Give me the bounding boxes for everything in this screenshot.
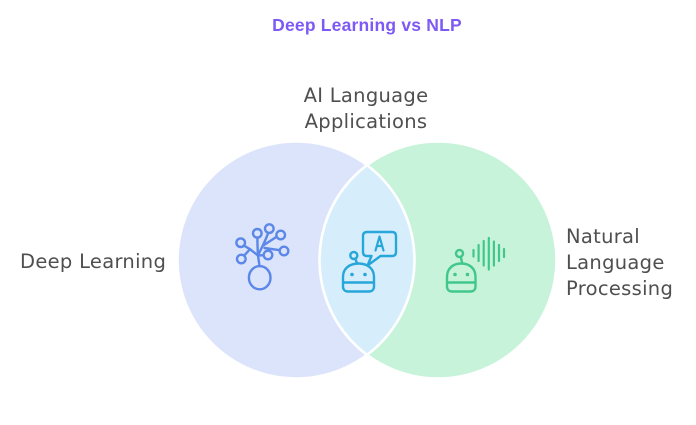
robot-antenna xyxy=(454,248,465,259)
robot-eyes xyxy=(453,272,470,277)
intersection-label: AI Language Applications xyxy=(303,84,429,133)
page-title: Deep Learning vs NLP xyxy=(272,15,462,35)
voice-assistant-robot-icon xyxy=(445,236,506,293)
left-circle-border xyxy=(176,140,416,380)
chatbot-speech-bubble-icon xyxy=(341,230,398,293)
neuron-body xyxy=(247,264,272,291)
intersection-region xyxy=(319,141,415,379)
speech-bubble xyxy=(361,230,398,267)
neural-network-icon xyxy=(235,223,290,291)
robot-head xyxy=(445,262,477,293)
robot-eyes xyxy=(350,272,367,277)
robot-head xyxy=(341,262,376,293)
right-set-label: Natural Language Processing xyxy=(566,225,674,300)
right-circle-border xyxy=(318,140,558,380)
letter-a-glyph xyxy=(374,235,385,252)
voice-waveform xyxy=(472,236,506,271)
left-set-label: Deep Learning xyxy=(20,250,167,273)
dendrite-nodes xyxy=(235,223,290,265)
robot-antenna xyxy=(349,250,359,261)
